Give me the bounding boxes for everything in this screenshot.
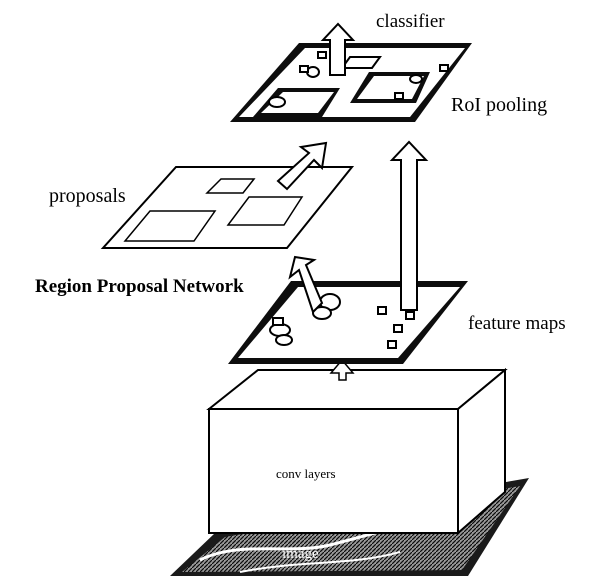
rpn-label: Region Proposal Network (35, 276, 244, 297)
arrow-conv-to-feature (329, 358, 355, 381)
arrow-rpn-to-proposals (288, 255, 324, 314)
conv-layers-label: conv layers (276, 466, 336, 481)
arrow-feature-to-roi (389, 140, 429, 311)
conv-layers-box (206, 367, 508, 536)
proposals-label: proposals (49, 185, 126, 207)
image-label: image (282, 546, 319, 562)
roi-pooling-label: RoI pooling (451, 94, 548, 116)
arrow-to-classifier (320, 22, 356, 76)
roi-pooling-plane (230, 43, 472, 122)
proposals-plane (100, 166, 355, 249)
classifier-label: classifier (376, 11, 445, 32)
arrow-proposals-to-roi (276, 141, 328, 191)
feature-maps-label: feature maps (468, 313, 566, 334)
feature-maps-plane (228, 281, 468, 364)
